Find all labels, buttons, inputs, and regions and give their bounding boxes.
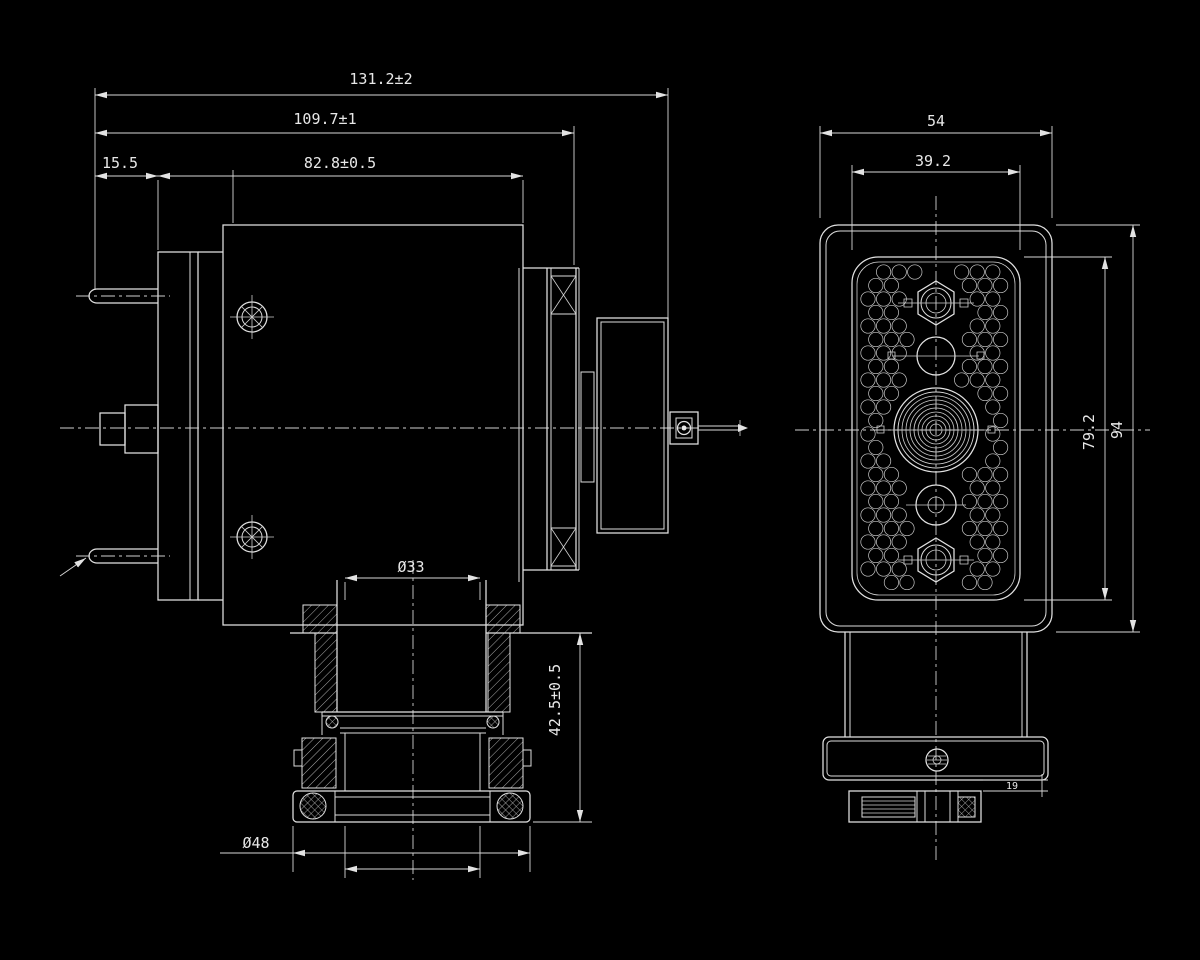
gland-flange [293, 791, 530, 822]
bottom-connector-block [849, 791, 981, 822]
dim-width-label: 54 [927, 112, 945, 130]
dim-gland-bore-label: Ø33 [397, 558, 424, 576]
hex-screw-bottom [898, 538, 974, 582]
front-view: 54 39.2 79.2 94 19 [795, 112, 1150, 860]
clamp-detail-bottom [551, 528, 576, 566]
cable-gland [290, 560, 592, 880]
gland-seal-section [322, 712, 503, 735]
front-neck [845, 632, 1027, 737]
dim-inner-width: 39.2 [852, 152, 1020, 250]
locating-pin-bottom [60, 549, 170, 576]
rear-collar [523, 268, 594, 570]
dim-gland-flange-dia: Ø48 [220, 826, 530, 878]
dim-body-length: 82.8±0.5 [158, 154, 523, 223]
dim-body-length-label: 82.8±0.5 [304, 154, 376, 172]
dim-height-label: 94 [1108, 421, 1126, 439]
lead-arrow [738, 424, 748, 432]
front-base-block [823, 737, 1048, 780]
dim-gland-length-label: 42.5±0.5 [546, 664, 564, 736]
base-screw [926, 749, 948, 771]
gland-nut [294, 733, 531, 791]
screw-bottom [230, 515, 274, 559]
hex-screw-top [898, 281, 974, 325]
dim-face-height-label: 79.2 [1080, 414, 1098, 450]
dim-flange-thickness-label: 15.5 [102, 154, 138, 172]
side-view: 131.2±2 109.7±1 15.5 82.8±0.5 Ø33 [60, 70, 748, 880]
side-connector-stub [100, 405, 158, 453]
dim-width: 54 [820, 112, 1052, 218]
dim-overall-length-label: 131.2±2 [349, 70, 412, 88]
locating-pin-top [76, 289, 170, 303]
dim-flange-thickness: 15.5 [95, 154, 158, 250]
dim-overall-length: 131.2±2 [95, 70, 668, 318]
contact-mesh-pattern [861, 265, 1008, 590]
dim-detail: 19 [983, 774, 1048, 797]
terminal-pin [670, 412, 748, 444]
dim-height: 94 [1056, 225, 1140, 632]
dim-gland-length: 42.5±0.5 [533, 633, 592, 822]
screw-top [230, 295, 274, 339]
dim-face-height: 79.2 [1024, 257, 1112, 600]
rear-cap [597, 318, 668, 533]
guide-socket-top [888, 337, 984, 375]
dim-gland-flange-dia-label: Ø48 [242, 834, 269, 852]
dim-inner-width-label: 39.2 [915, 152, 951, 170]
clamp-detail-top [551, 276, 576, 314]
side-body [223, 225, 523, 625]
dim-flange-length: 109.7±1 [95, 110, 574, 265]
guide-socket-bottom [906, 485, 966, 525]
dim-flange-length-label: 109.7±1 [293, 110, 356, 128]
dim-gland-bore: Ø33 [345, 558, 480, 600]
pin-bundle [862, 797, 915, 817]
dim-detail-label: 19 [1006, 781, 1018, 792]
central-connector [877, 388, 995, 472]
